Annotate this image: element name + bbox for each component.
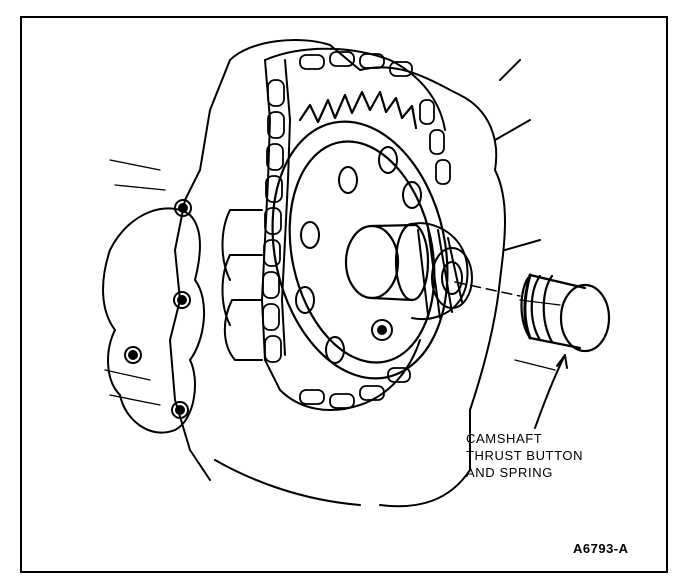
figure-frame [20,16,668,573]
figure-id: A6793-A [573,541,629,556]
leader-arrow [534,354,568,429]
distributor-gear [411,222,473,320]
retaining-bolt-icon [371,319,393,341]
gasket-plate [102,207,206,434]
thrust-button-spring [520,273,611,353]
bolt-hole-icon [124,199,192,419]
chain-link-icon [262,51,451,409]
roller-band [221,209,263,361]
callout-line-3: AND SPRING [466,465,553,480]
camshaft-hub [344,222,430,302]
axis-line [454,281,521,297]
callout-line-2: THRUST BUTTON [466,448,584,463]
camshaft-sprocket [271,90,449,380]
hatch-lines [104,159,561,406]
timing-chain [261,47,446,411]
part-callout-label: CAMSHAFT THRUST BUTTON AND SPRING [466,430,583,481]
sprocket-hole-icon [295,146,422,364]
callout-line-1: CAMSHAFT [466,431,543,446]
